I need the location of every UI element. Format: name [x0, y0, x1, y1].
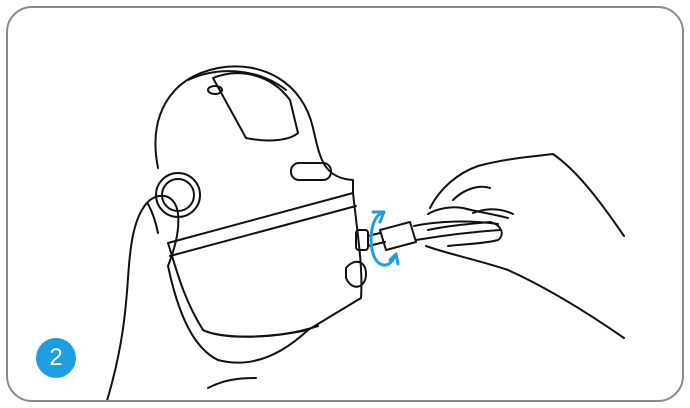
step-number-badge: 2	[36, 338, 76, 378]
camera-cable-illustration	[8, 8, 684, 402]
right-hand-icon	[426, 154, 624, 338]
rotate-arrow-icon	[371, 212, 398, 265]
instruction-card: 2	[6, 6, 684, 402]
usb-cable-icon	[368, 222, 500, 250]
camera-device-icon	[156, 66, 369, 336]
